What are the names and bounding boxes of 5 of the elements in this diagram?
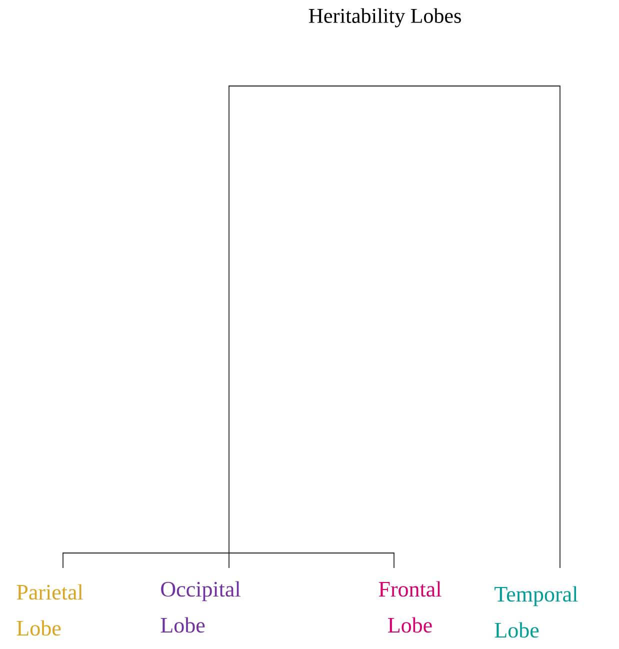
leaf-label: Parietal Lobe <box>16 584 83 636</box>
leaf-label: Temporal Lobe <box>494 586 578 638</box>
title: Heritability Lobes <box>308 8 461 28</box>
leaf-label: Occipital Lobe <box>160 581 240 633</box>
leaf-label: Frontal Lobe <box>378 581 442 633</box>
